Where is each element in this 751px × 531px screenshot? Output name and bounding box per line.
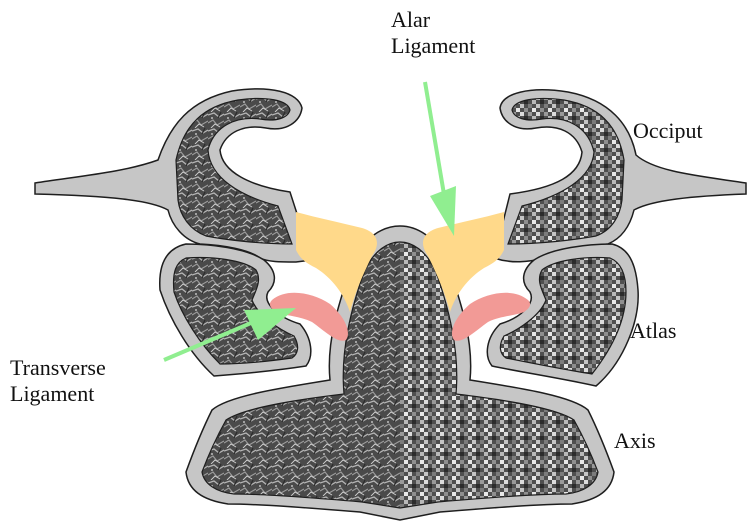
occiput-label: Occiput bbox=[633, 118, 703, 144]
atlas-label: Atlas bbox=[630, 318, 676, 344]
transverse-label-line-1: Transverse bbox=[10, 355, 106, 381]
alar-pointer-arrow bbox=[425, 82, 456, 236]
alar-label-line-1: Alar bbox=[391, 7, 475, 33]
transverse-label-line-2: Ligament bbox=[10, 381, 106, 407]
alar-label-line-2: Ligament bbox=[391, 33, 475, 59]
occiput-right bbox=[494, 90, 746, 262]
alar-ligament-label: Alar Ligament bbox=[391, 7, 475, 59]
transverse-ligament-label: Transverse Ligament bbox=[10, 355, 106, 407]
occiput-left bbox=[35, 89, 312, 262]
axis-label: Axis bbox=[614, 428, 656, 454]
